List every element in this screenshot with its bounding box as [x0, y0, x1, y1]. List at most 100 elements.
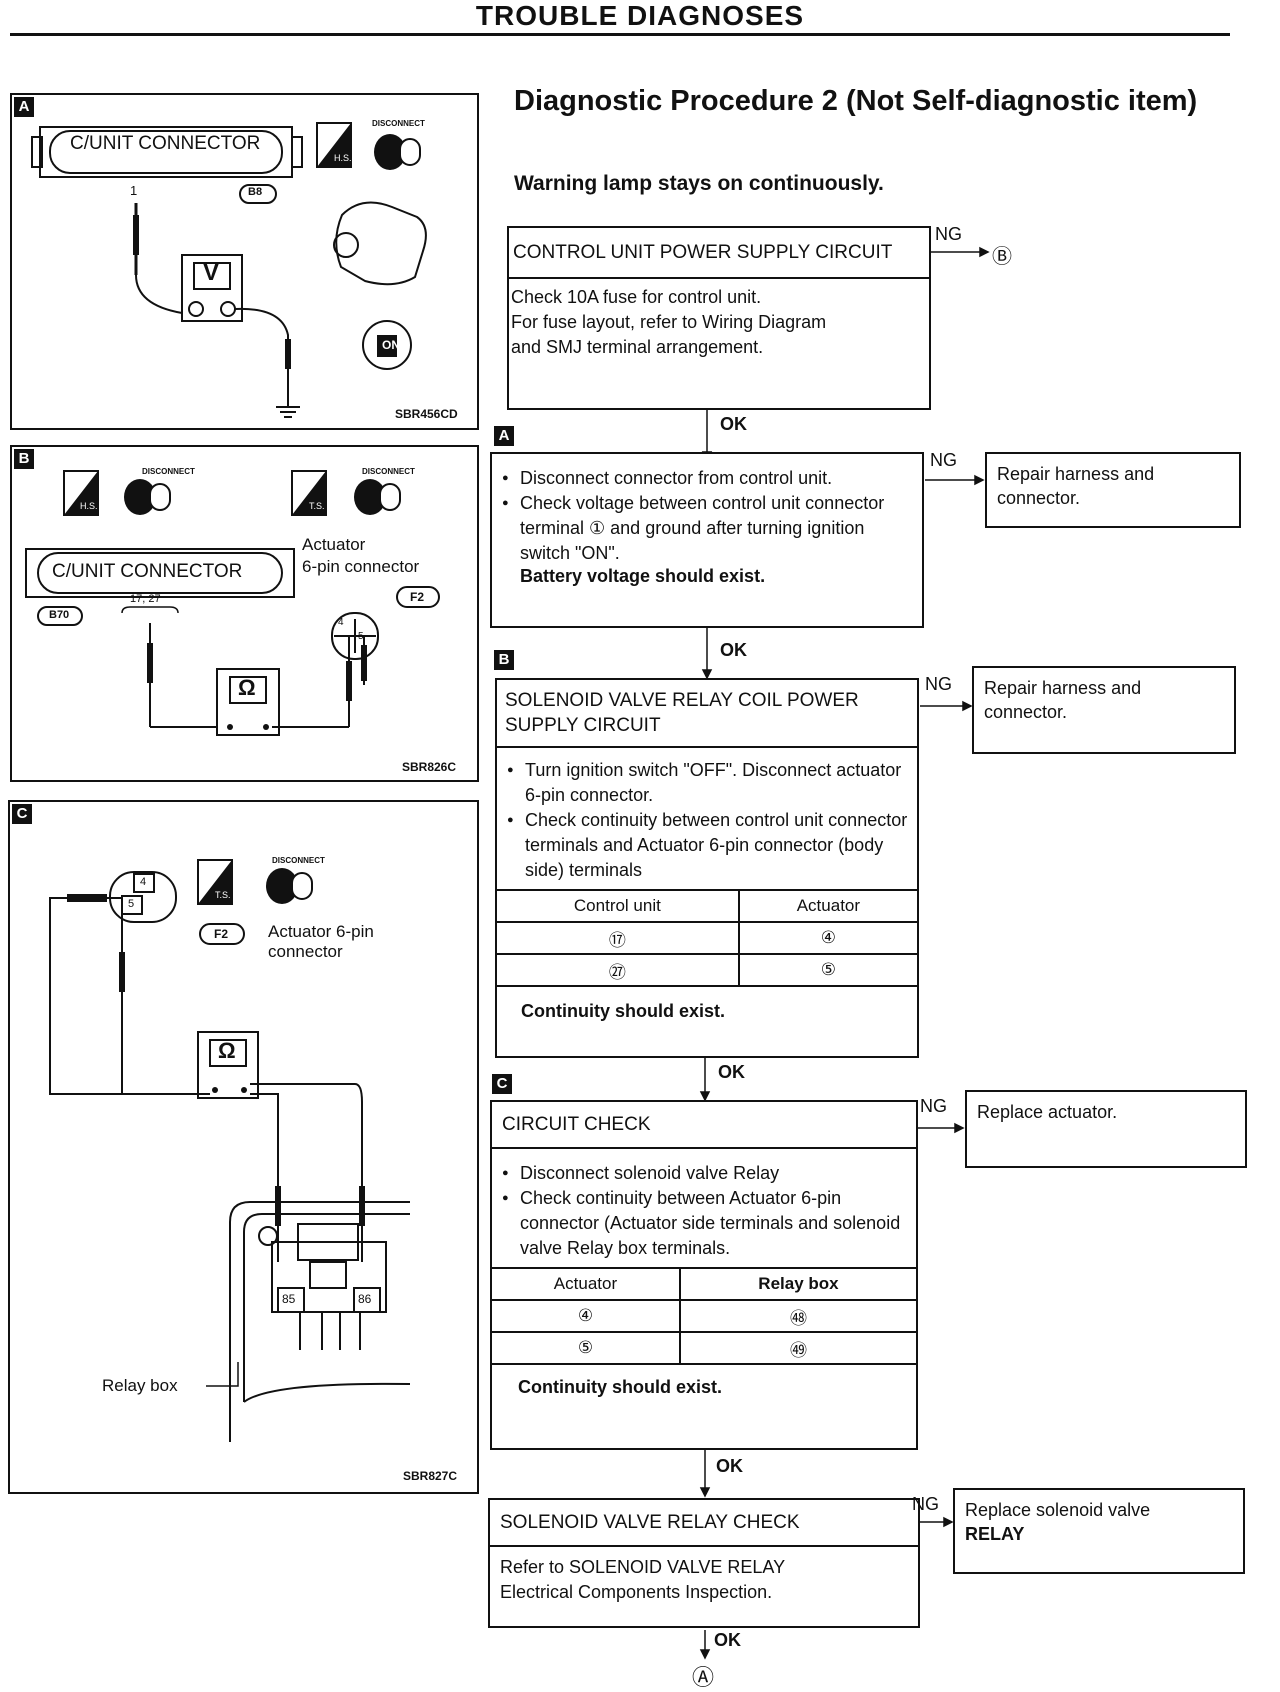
- step-3-cell: ⑰: [497, 922, 739, 955]
- actuator-pin-5: 5: [128, 898, 135, 910]
- step-4-table: Actuator Relay box ④ ㊽ ⑤ ㊾: [492, 1269, 916, 1365]
- step-2-ok-label: OK: [720, 640, 747, 660]
- panel-a-drawing: [31, 122, 427, 418]
- step-1-line-3: and SMJ terminal arrangement.: [511, 337, 764, 357]
- step-4-label: C: [492, 1074, 512, 1094]
- step-3-result: Continuity should exist.: [521, 1001, 726, 1021]
- panel-c-drawing: [49, 859, 411, 1442]
- step-4-header-actuator: Actuator: [492, 1269, 680, 1301]
- step-3-bullet-1: Turn ignition switch "OFF". Disconnect a…: [503, 758, 911, 808]
- connector-code: B70: [49, 609, 70, 621]
- hs-icon: H.S.: [80, 501, 98, 511]
- step-1-ok-label: OK: [720, 414, 747, 434]
- connector-label: connector: [268, 942, 343, 961]
- step-1-ng-label: NG: [935, 224, 962, 244]
- panel-label-c: C: [12, 804, 32, 824]
- relay-box-label: Relay box: [102, 1376, 178, 1395]
- panel-label-b: B: [14, 449, 34, 469]
- step-1-line-1: Check 10A fuse for control unit.: [511, 287, 762, 307]
- step-2-bullet-1: Disconnect connector from control unit.: [498, 466, 916, 491]
- step-2-box: Disconnect connector from control unit. …: [490, 452, 924, 628]
- step-2-ng-label: NG: [930, 450, 957, 470]
- connector-label: C/UNIT CONNECTOR: [70, 133, 261, 154]
- relay-terminal-85: 85: [282, 1292, 296, 1306]
- step-4-box: CIRCUIT CHECK Disconnect solenoid valve …: [490, 1100, 918, 1450]
- table-row: ④ ㊽: [492, 1300, 916, 1333]
- step-3-header-control-unit: Control unit: [497, 891, 739, 923]
- step-2-result: Battery voltage should exist.: [520, 566, 766, 586]
- ts-icon: T.S.: [215, 890, 231, 900]
- step-3-cell: ④: [737, 922, 917, 955]
- step-2-ng-action: Repair harness and connector.: [985, 452, 1241, 528]
- figure-ref: SBR827C: [403, 1469, 458, 1483]
- step-3-ng-action: Repair harness and connector.: [972, 666, 1236, 754]
- diagram-panel-c: C: [8, 800, 479, 1494]
- procedure-subtitle: Warning lamp stays on continuously.: [514, 172, 884, 195]
- step-4-result: Continuity should exist.: [518, 1377, 723, 1397]
- step-1-body: Check 10A fuse for control unit. For fus…: [509, 279, 929, 366]
- step-1-box: CONTROL UNIT POWER SUPPLY CIRCUIT Check …: [507, 226, 931, 410]
- step-4-cell: ⑤: [492, 1332, 680, 1365]
- step-1-ng-target: Ⓑ: [992, 246, 1012, 268]
- step-3-bullets: Turn ignition switch "OFF". Disconnect a…: [497, 748, 917, 891]
- pin-number: 1: [130, 183, 138, 198]
- table-row: ⑰ ④: [497, 922, 917, 955]
- step-4-cell: ④: [492, 1300, 680, 1333]
- step-4-cell: ㊽: [678, 1300, 916, 1333]
- step-2-bullets: Disconnect connector from control unit. …: [492, 454, 922, 566]
- disconnect-label: DISCONNECT: [372, 119, 425, 128]
- diagram-panel-b: B: [10, 445, 479, 782]
- step-3-box: SOLENOID VALVE RELAY COIL POWER SUPPLY C…: [495, 678, 919, 1058]
- step-3-cell: ⑤: [737, 954, 917, 987]
- step-3-table: Control unit Actuator ⑰ ④ ㉗ ⑤: [497, 891, 917, 987]
- disconnect-label: DISCONNECT: [272, 856, 325, 865]
- step-3-label: B: [494, 650, 514, 670]
- ohmmeter-symbol: Ω: [218, 1038, 236, 1063]
- step-5-line-2: Electrical Components Inspection.: [500, 1582, 773, 1602]
- panel-b-drawing: [25, 470, 440, 736]
- step-5-ng-action-line-2: RELAY: [965, 1524, 1025, 1544]
- actuator-pin-4: 4: [338, 617, 344, 628]
- pin-numbers: 17, 27: [130, 593, 161, 605]
- step-5-line-1: Refer to SOLENOID VALVE RELAY: [500, 1557, 786, 1577]
- step-4-bullets: Disconnect solenoid valve Relay Check co…: [492, 1149, 916, 1269]
- end-connector: Ⓐ: [692, 1665, 715, 1690]
- step-2-bullet-2: Check voltage between control unit conne…: [498, 491, 916, 566]
- ohmmeter-symbol: Ω: [238, 675, 256, 700]
- hs-icon: H.S.: [334, 153, 352, 163]
- step-4-bullet-1: Disconnect solenoid valve Relay: [498, 1161, 910, 1186]
- table-row: ㉗ ⑤: [497, 954, 917, 987]
- connector-code: B8: [248, 186, 263, 198]
- step-4-ok-label: OK: [716, 1456, 743, 1476]
- step-1-line-2: For fuse layout, refer to Wiring Diagram: [511, 312, 827, 332]
- actuator-code: F2: [410, 590, 425, 604]
- step-4-cell: ㊾: [678, 1332, 916, 1365]
- disconnect-label: DISCONNECT: [142, 467, 195, 476]
- procedure-title: Diagnostic Procedure 2 (Not Self-diagnos…: [514, 85, 1198, 117]
- step-5-ok-label: OK: [714, 1630, 741, 1650]
- actuator-pin-4: 4: [140, 876, 147, 888]
- figure-ref: SBR826C: [402, 760, 457, 774]
- page-title: TROUBLE DIAGNOSES: [475, 0, 805, 31]
- step-4-ng-label: NG: [920, 1096, 947, 1116]
- connector-label: C/UNIT CONNECTOR: [52, 561, 243, 582]
- step-3-header-actuator: Actuator: [737, 891, 917, 923]
- diagram-panel-a: A C/UNIT CONNECTO: [10, 93, 479, 430]
- step-4-ng-action: Replace actuator.: [965, 1090, 1247, 1168]
- actuator-connector-label: 6-pin connector: [302, 557, 420, 576]
- step-5-box: SOLENOID VALVE RELAY CHECK Refer to SOLE…: [488, 1498, 920, 1628]
- relay-terminal-86: 86: [358, 1292, 372, 1306]
- step-4-header-relay-box: Relay box: [678, 1269, 916, 1301]
- ignition-on-label: ON: [382, 338, 400, 352]
- step-3-ng-label: NG: [925, 674, 952, 694]
- table-row: ⑤ ㊾: [492, 1332, 916, 1365]
- ts-icon: T.S.: [309, 501, 325, 511]
- step-4-title: CIRCUIT CHECK: [492, 1102, 916, 1149]
- panel-label-a: A: [14, 97, 34, 117]
- actuator-code: F2: [214, 927, 229, 941]
- figure-ref: SBR456CD: [395, 407, 458, 421]
- step-5-ng-action-line-1: Replace solenoid valve: [965, 1500, 1151, 1520]
- step-3-ok-label: OK: [718, 1062, 745, 1082]
- step-5-title: SOLENOID VALVE RELAY CHECK: [490, 1500, 918, 1547]
